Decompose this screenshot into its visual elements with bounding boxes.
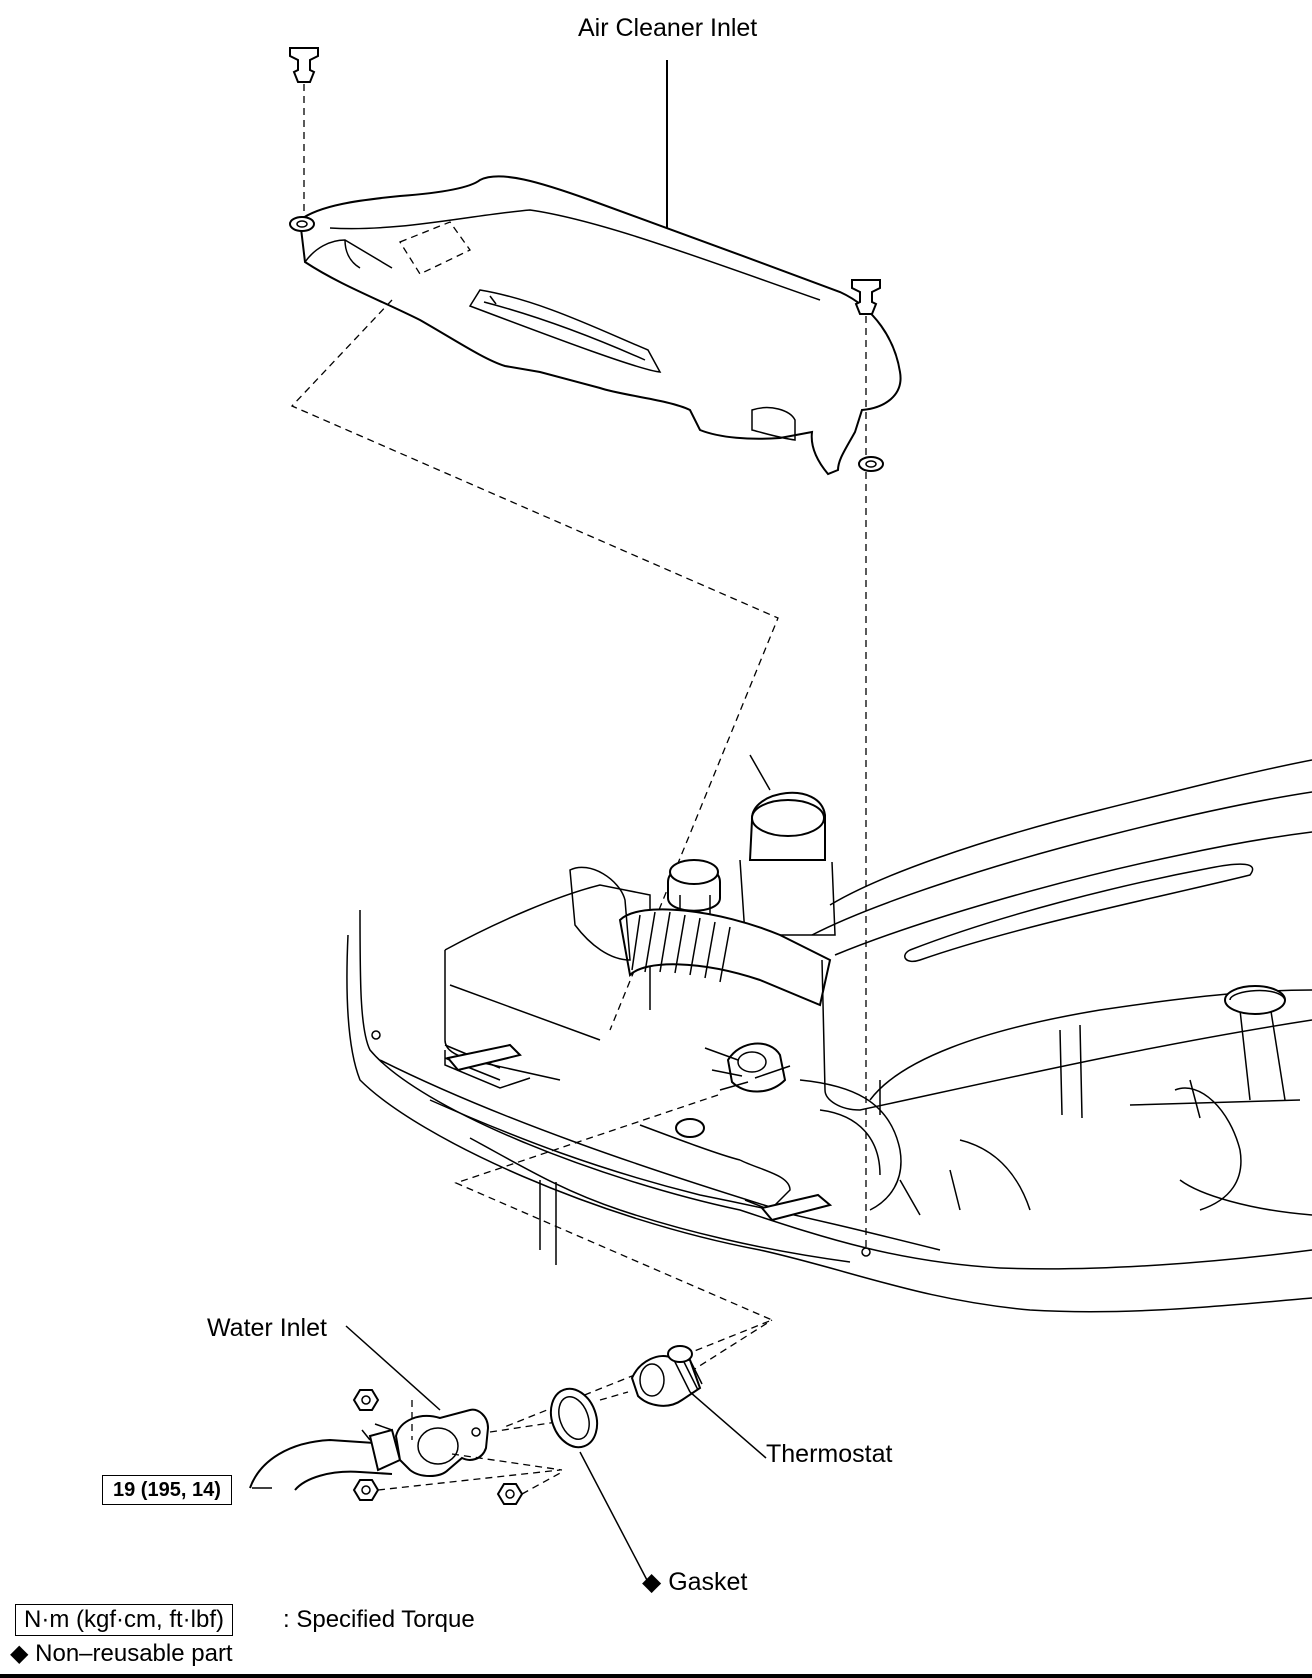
push-clip-icon — [851, 279, 881, 315]
engine-cover — [811, 759, 1312, 1119]
air-cleaner-inlet-part — [289, 60, 902, 476]
torque-value-box: 19 (195, 14) — [102, 1475, 232, 1505]
torque-units-box: N·m (kgf·cm, ft·lbf) — [15, 1604, 233, 1636]
nonreusable-legend: ◆ Non–reusable part — [10, 1642, 233, 1666]
push-clip-icon — [289, 47, 319, 83]
gasket-label-text: Gasket — [668, 1568, 748, 1596]
nonreusable-legend-text: Non–reusable part — [35, 1640, 233, 1667]
diamond-icon: ◆ — [642, 1568, 662, 1596]
nut-icon — [352, 1389, 380, 1411]
torque-legend-desc: : Specified Torque — [283, 1606, 475, 1633]
thermostat-label: Thermostat — [766, 1440, 893, 1468]
air-cleaner-inlet-label: Air Cleaner Inlet — [578, 14, 758, 42]
bottom-rule — [0, 1674, 1312, 1678]
intake-hose — [569, 866, 832, 1007]
gasket-label: ◆ Gasket — [642, 1570, 747, 1595]
engine-bay — [346, 754, 1312, 1313]
nut-icon — [352, 1479, 380, 1501]
gasket-part — [549, 1387, 649, 1583]
diamond-icon: ◆ — [10, 1640, 29, 1667]
nut-icon — [496, 1483, 524, 1505]
thermostat-part — [630, 1345, 767, 1459]
water-inlet-label: Water Inlet — [207, 1314, 327, 1342]
water-inlet-part — [249, 1325, 571, 1491]
